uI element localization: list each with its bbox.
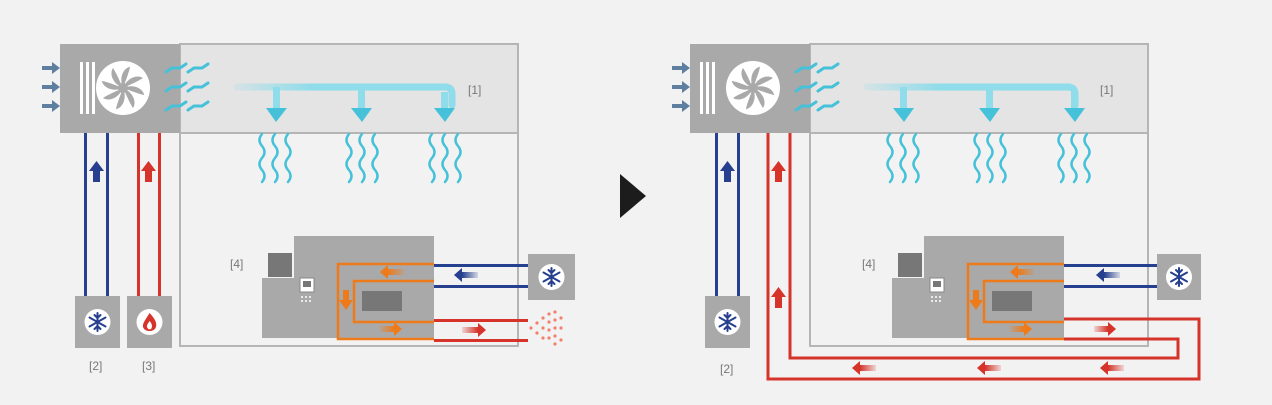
chiller-label: [2] <box>89 359 102 373</box>
supply-duct <box>233 83 456 109</box>
heater-label: [3] <box>142 359 155 373</box>
play-arrow-icon <box>620 174 646 218</box>
heat-spray-icon <box>529 310 563 346</box>
room-walls <box>809 132 1149 347</box>
cold-air-waves <box>258 132 462 184</box>
coolant-flow-arrows <box>339 265 404 336</box>
chiller-supply-line <box>1064 264 1158 288</box>
chiller-supply-line <box>434 264 528 288</box>
machine-label: [4] <box>862 257 875 271</box>
heat-recovery-loop <box>766 133 1201 381</box>
snowflake-icon <box>714 309 741 335</box>
fan-icon <box>96 61 150 115</box>
flame-icon <box>136 309 163 335</box>
chiller-label: [2] <box>720 362 733 376</box>
before-panel: [1] [2] [3 <box>42 43 575 373</box>
chilled-water-riser <box>84 133 109 297</box>
duct-drops <box>893 87 1085 122</box>
fan-icon <box>726 61 780 115</box>
snowflake-icon <box>84 309 111 335</box>
hot-water-riser <box>137 133 161 297</box>
supply-air-flow <box>164 62 210 112</box>
cold-air-waves <box>886 132 1091 184</box>
intake-arrows <box>42 62 60 112</box>
machine-label: [4] <box>230 257 243 271</box>
air-intake-icon <box>700 62 715 114</box>
heat-return-line <box>434 319 528 342</box>
supply-air-flow <box>794 62 840 112</box>
ceiling-label: [1] <box>1100 83 1113 97</box>
chilled-water-riser <box>715 133 740 297</box>
heat-recovery-arrows <box>771 161 1124 375</box>
duct-drops <box>266 87 455 122</box>
ceiling-label: [1] <box>468 83 481 97</box>
intake-arrows <box>672 62 690 112</box>
after-panel: [1] [2] <box>672 43 1201 381</box>
snowflake-icon <box>1166 264 1192 290</box>
snowflake-icon <box>538 264 565 290</box>
air-intake-icon <box>80 62 95 114</box>
coolant-flow-arrows <box>969 265 1034 336</box>
